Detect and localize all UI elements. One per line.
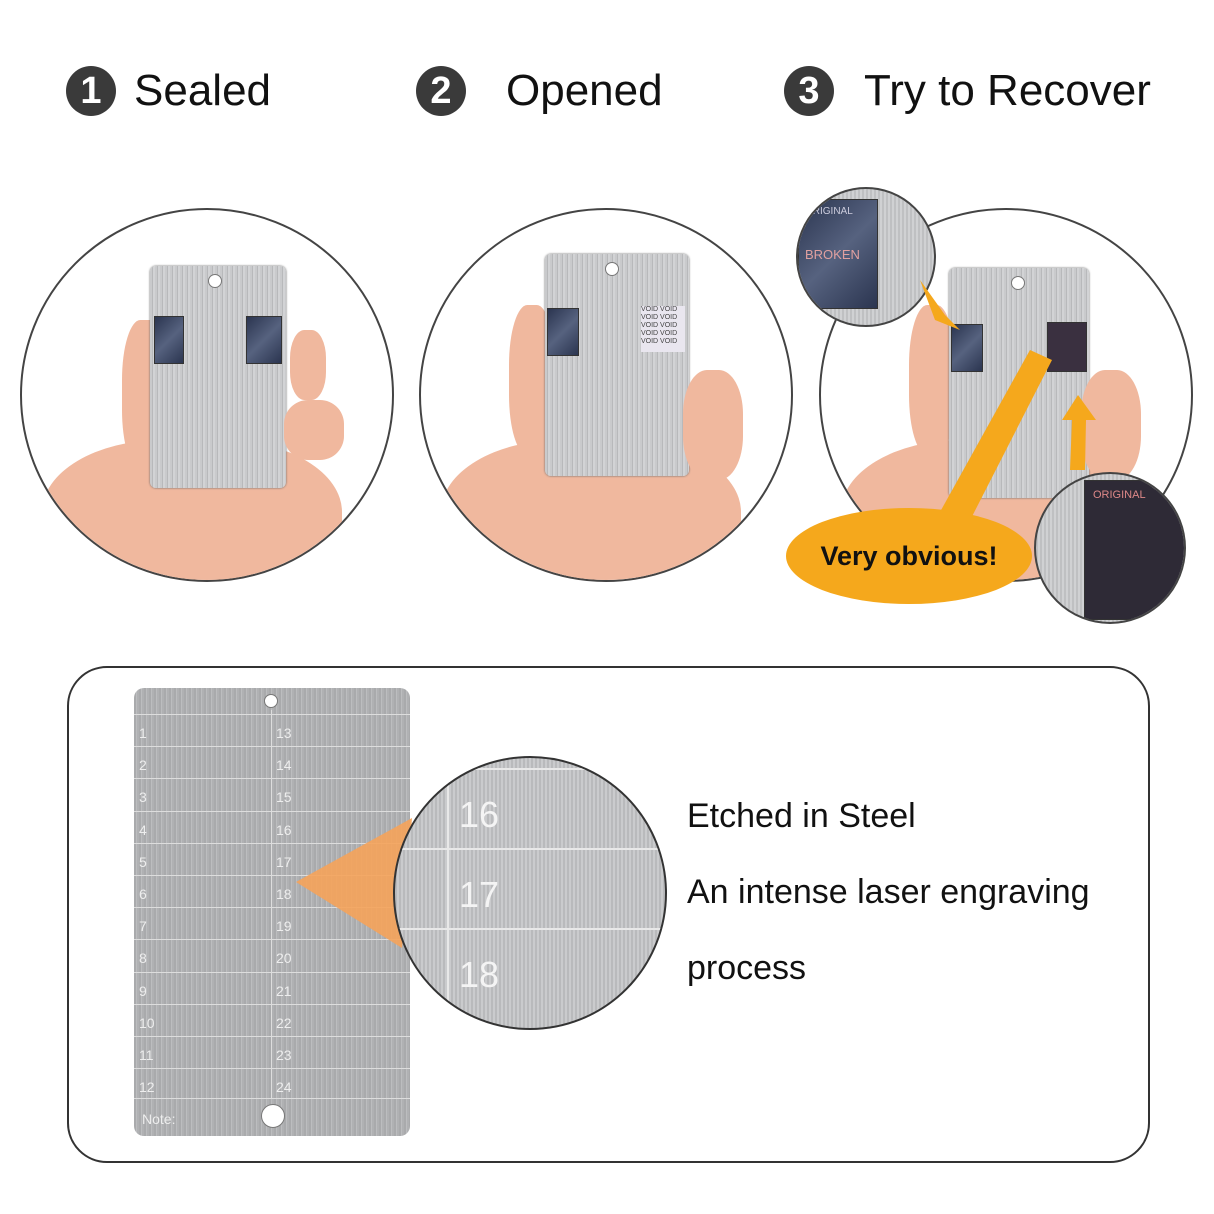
- plate-row: 1 13: [134, 714, 410, 746]
- row-number-left: 3: [139, 789, 147, 806]
- step-number: 3: [784, 66, 834, 116]
- plate-row: 7 19: [134, 907, 410, 939]
- row-number-right: 19: [276, 918, 292, 935]
- plate-row: 3 15: [134, 778, 410, 810]
- sticker-original-text: ORIGINAL: [805, 206, 853, 217]
- step-label: Try to Recover: [864, 66, 1151, 115]
- row-number-left: 1: [139, 725, 147, 741]
- row-number-left: 5: [139, 853, 147, 870]
- plate-row: 4 16: [134, 810, 410, 843]
- row-number-right: 16: [276, 821, 292, 838]
- step-opened: 2 Opened: [416, 66, 663, 116]
- magnified-row: 18: [395, 928, 665, 1008]
- plate-row: 10 22: [134, 1003, 410, 1036]
- row-number-right: 22: [276, 1014, 292, 1031]
- row-number-right: 18: [276, 886, 292, 902]
- row-number-right: 24: [276, 1079, 292, 1096]
- etched-panel: [67, 666, 1150, 1163]
- desc-line1: An intense laser engraving: [687, 873, 1090, 911]
- magnified-row: 16: [395, 768, 665, 848]
- plate-row: 11 23: [134, 1036, 410, 1068]
- step-label: Opened: [506, 66, 663, 115]
- plate-row: 8 20: [134, 939, 410, 971]
- very-obvious-callout: Very obvious!: [786, 508, 1032, 604]
- note-row: Note:: [134, 1098, 410, 1136]
- step-number: 1: [66, 66, 116, 116]
- note-label: Note:: [142, 1111, 176, 1127]
- row-number-left: 7: [139, 918, 147, 935]
- magnified-row: 17: [395, 848, 665, 928]
- desc-line2: process: [687, 949, 807, 987]
- row-number-right: 17: [276, 853, 292, 870]
- row-number-right: 14: [276, 757, 292, 774]
- step-sealed: 1 Sealed: [66, 66, 271, 116]
- row-number-right: 21: [276, 982, 292, 999]
- plate-row: 6 18: [134, 875, 410, 907]
- row-number-left: 12: [139, 1079, 155, 1096]
- row-number-right: 13: [276, 725, 292, 741]
- row-number-left: 8: [139, 950, 147, 967]
- sticker-broken-text: BROKEN: [805, 247, 860, 262]
- sticker: ORIGINAL BROKEN: [798, 199, 878, 309]
- step-recover: 3 Try to Recover: [784, 66, 1151, 116]
- sticker-original-text: ORIGINAL: [1084, 480, 1184, 620]
- plate-row: 9 21: [134, 971, 410, 1004]
- row-number-left: 6: [139, 886, 147, 902]
- step-number: 2: [416, 66, 466, 116]
- row-number-left: 9: [139, 982, 147, 999]
- zoom-sticker-left: ORIGINAL BROKEN: [796, 187, 936, 327]
- plate-row: 2 14: [134, 746, 410, 778]
- row-number-left: 2: [139, 757, 147, 774]
- sealed-photo: [20, 208, 394, 582]
- row-number-right: 23: [276, 1047, 292, 1063]
- zoom-sticker-right: ORIGINAL: [1034, 472, 1186, 624]
- plate-row: 5 17: [134, 842, 410, 875]
- magnifier: 16 17 18: [393, 756, 667, 1030]
- desc-title: Etched in Steel: [687, 797, 916, 835]
- plate-row: 12 24: [134, 1068, 410, 1100]
- void-residue: VOID VOID VOID VOID VOID VOID VOID VOID …: [641, 306, 685, 352]
- row-number-right: 20: [276, 950, 292, 967]
- row-number-right: 15: [276, 789, 292, 806]
- opened-photo: VOID VOID VOID VOID VOID VOID VOID VOID …: [419, 208, 793, 582]
- row-number-left: 4: [139, 821, 147, 838]
- row-number-left: 10: [139, 1014, 155, 1031]
- step-label: Sealed: [134, 66, 272, 115]
- row-number-left: 11: [139, 1047, 154, 1063]
